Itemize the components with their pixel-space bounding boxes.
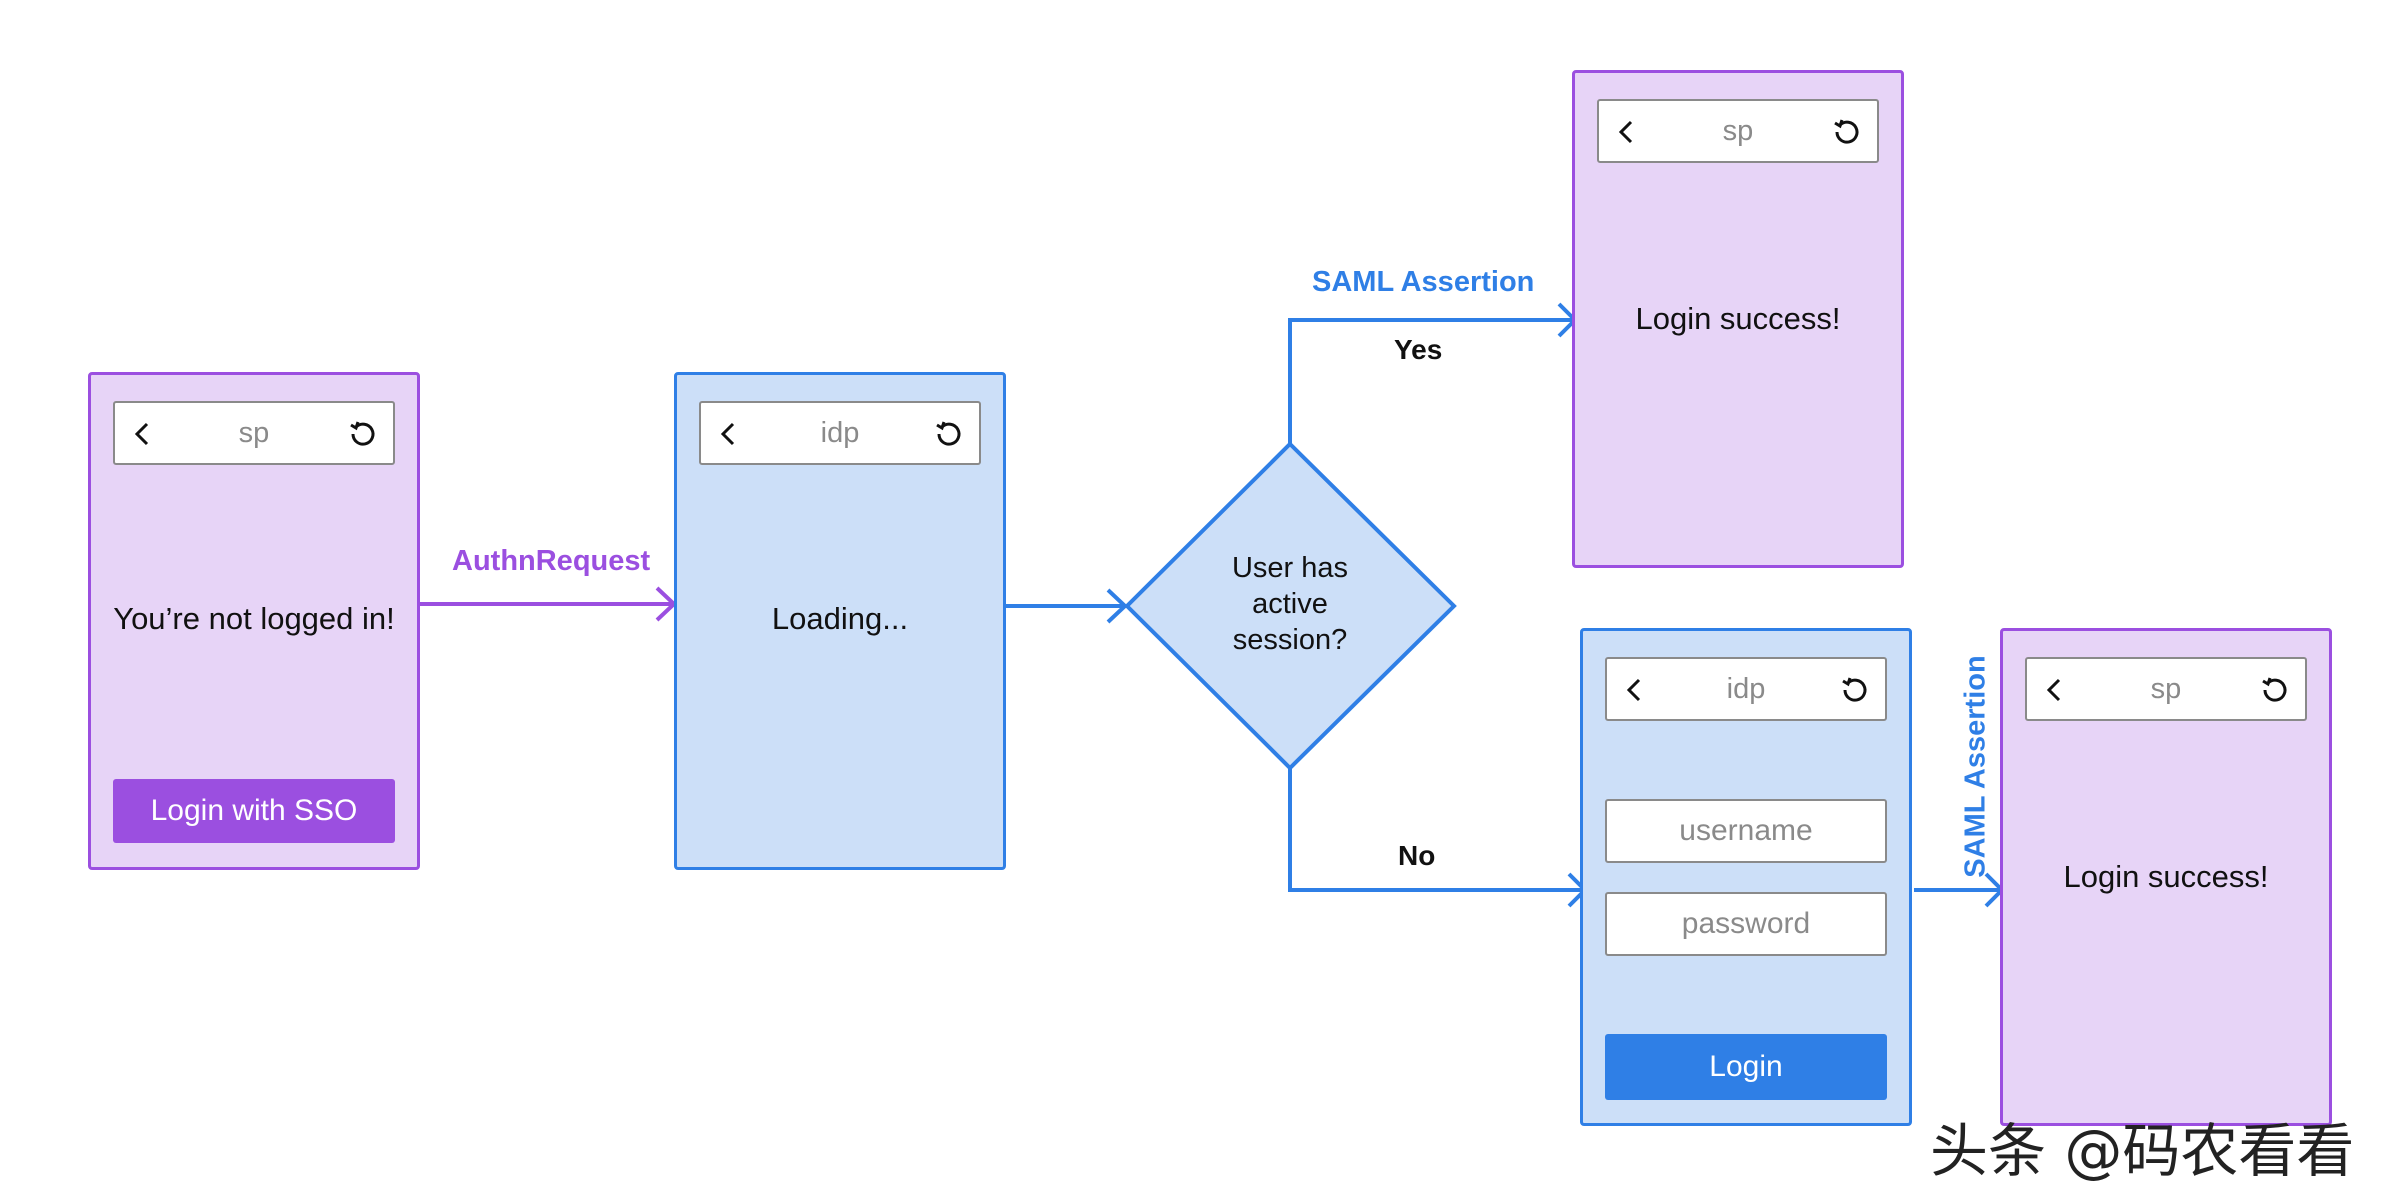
refresh-icon[interactable] xyxy=(1831,116,1863,148)
yes-label: Yes xyxy=(1394,334,1443,365)
no-path-line xyxy=(1288,768,1585,892)
refresh-icon[interactable] xyxy=(2259,674,2291,706)
refresh-icon[interactable] xyxy=(347,418,379,450)
sp-success-top-screen: sp Login success! xyxy=(1572,70,1904,568)
chevron-left-icon[interactable] xyxy=(131,421,155,447)
no-label: No xyxy=(1398,840,1436,871)
chevron-left-icon[interactable] xyxy=(2043,677,2067,703)
authn-request-label: AuthnRequest xyxy=(452,545,651,577)
url-host: sp xyxy=(2150,673,2182,705)
saml-assertion-bottom-label: SAML Assertion xyxy=(1959,655,1992,878)
login-button[interactable]: Login xyxy=(1605,1034,1887,1100)
not-logged-in-message: You’re not logged in! xyxy=(113,601,395,636)
url-bar: idp xyxy=(699,401,981,465)
refresh-icon[interactable] xyxy=(933,418,965,450)
chevron-left-icon[interactable] xyxy=(1615,119,1639,145)
sp-success-bottom-screen: sp Login success! xyxy=(2000,628,2332,1126)
login-success-message: Login success! xyxy=(2063,859,2269,894)
loading-message: Loading... xyxy=(771,601,909,636)
password-field[interactable]: password xyxy=(1605,892,1887,956)
decision-label: User has active session? xyxy=(1231,552,1349,656)
url-host: sp xyxy=(238,417,270,449)
watermark-text: 头条 @码农看看 xyxy=(1930,1117,2355,1185)
url-host: idp xyxy=(1726,673,1766,705)
saml-assertion-top-label: SAML Assertion xyxy=(1312,266,1535,298)
url-bar: sp xyxy=(113,401,395,465)
url-bar: idp xyxy=(1605,657,1887,721)
login-success-message: Login success! xyxy=(1635,301,1841,336)
chevron-left-icon[interactable] xyxy=(1623,677,1647,703)
idp-loading-screen: idp Loading... xyxy=(674,372,1006,870)
url-host: sp xyxy=(1722,115,1754,147)
refresh-icon[interactable] xyxy=(1839,674,1871,706)
url-bar: sp xyxy=(1597,99,1879,163)
url-host: idp xyxy=(820,417,860,449)
username-field[interactable]: username xyxy=(1605,799,1887,863)
login-with-sso-button[interactable]: Login with SSO xyxy=(113,779,395,843)
chevron-left-icon[interactable] xyxy=(717,421,741,447)
url-bar: sp xyxy=(2025,657,2307,721)
sp-start-screen: sp You’re not logged in! Login with SSO xyxy=(88,372,420,870)
idp-login-screen: idp username password Login xyxy=(1580,628,1912,1126)
yes-path-line xyxy=(1288,318,1575,444)
